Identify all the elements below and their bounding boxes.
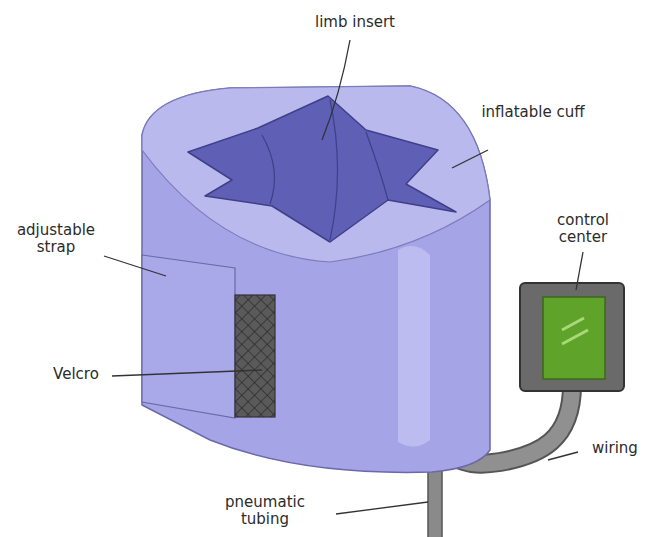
screen-glare xyxy=(562,330,588,344)
leader-line xyxy=(452,150,488,168)
part-label: Velcro xyxy=(38,366,114,383)
part-label: inflatable cuff xyxy=(478,104,588,121)
leader-line xyxy=(104,256,166,276)
control-screen xyxy=(543,297,605,379)
cuff-top xyxy=(142,86,490,262)
limb-insert xyxy=(188,96,456,242)
screen-glare xyxy=(562,318,584,330)
cuff-highlight xyxy=(398,246,430,447)
leader-line xyxy=(576,252,583,290)
leader-line xyxy=(112,370,262,376)
part-label: pneumatic tubing xyxy=(200,494,330,528)
velcro-patch xyxy=(235,295,275,417)
cuff-body xyxy=(142,86,490,472)
part-label: adjustable strap xyxy=(6,222,106,256)
leader-line xyxy=(548,452,578,460)
insert-folds xyxy=(262,100,388,240)
leader-line xyxy=(336,502,428,514)
control-box xyxy=(520,283,624,391)
strap xyxy=(142,255,235,418)
part-label: wiring xyxy=(580,440,650,457)
part-label: limb insert xyxy=(290,14,420,31)
part-label: control center xyxy=(540,212,626,246)
leader-line xyxy=(322,40,350,140)
